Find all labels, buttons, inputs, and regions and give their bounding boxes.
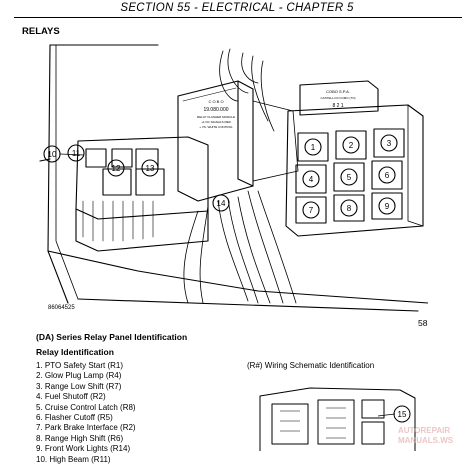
- callout-4: [302, 170, 320, 188]
- figure-code: 86064525: [48, 305, 75, 311]
- callout-label-14: 14: [217, 199, 226, 208]
- callout-label-1: 1: [311, 143, 316, 152]
- list-item: 5. Cruise Control Latch (R8): [36, 402, 136, 412]
- inset-callout-15: [393, 405, 411, 423]
- relay-panel-illustration: 10 11 12 13 14 1 2 3 4 5 6 7 8 9 C O B O…: [39, 44, 428, 312]
- list-item: 7. Park Brake Interface (R2): [36, 423, 136, 433]
- callout-5: [340, 168, 358, 186]
- callout-2: [342, 136, 360, 154]
- callout-label-12: 12: [112, 164, 121, 173]
- relay-block-line3: 8 2 1: [332, 103, 343, 109]
- relay-socket-12: [102, 168, 132, 196]
- header-rule: [14, 17, 462, 18]
- callout-label-4: 4: [309, 175, 314, 184]
- relay-block-brand: COBO S.P.A.: [326, 89, 350, 94]
- module-part: 19.080.000: [203, 107, 228, 113]
- relay-socket-5: [333, 162, 365, 192]
- cobo-label-plate: [299, 80, 379, 116]
- page-header: SECTION 55 - ELECTRICAL - CHAPTER 5: [0, 0, 474, 18]
- callout-13: [141, 159, 159, 177]
- relay-panel-inset-illustration: 15: [259, 387, 416, 451]
- callout-9: [378, 197, 396, 215]
- relay-socket-2: [335, 130, 367, 160]
- callout-8: [340, 199, 358, 217]
- callout-6: [378, 166, 396, 184]
- list-item: 3. Range Low Shift (R7): [36, 381, 122, 391]
- list-item: 4. Fuel Shutoff (R2): [36, 392, 106, 402]
- callout-label-6: 6: [385, 171, 390, 180]
- relay-heading: Relay Identification: [36, 347, 114, 357]
- callout-label-9: 9: [385, 202, 390, 211]
- callout-11: [67, 144, 85, 162]
- relay-socket-11: [85, 148, 107, 168]
- relay-socket-13: [135, 168, 165, 196]
- callout-label-5: 5: [347, 173, 352, 182]
- list-item: 9. Front Work Lights (R14): [36, 444, 131, 454]
- relay-socket-8: [333, 194, 365, 222]
- relay-socket-3: [373, 128, 405, 158]
- wiring-legend: (R#) Wiring Schematic Identification: [247, 361, 375, 370]
- panel-title: (DA) Series Relay Panel Identification: [36, 332, 188, 342]
- relay-socket-1: [297, 132, 329, 162]
- callout-label-7: 7: [309, 206, 314, 215]
- callout-label-11: 11: [72, 149, 81, 158]
- inset-frame: [259, 387, 416, 451]
- module-line3: RELAY FLASHER MODULE: [197, 115, 235, 119]
- watermark-logo: AUTOREPAIR MANUALS.WS: [398, 426, 454, 445]
- relay-list: 1. PTO Safety Start (R1) 2. Glow Plug La…: [36, 361, 136, 465]
- callout-label-8: 8: [347, 204, 352, 213]
- watermark-line2: MANUALS.WS: [398, 436, 454, 445]
- callout-label-3: 3: [387, 139, 392, 148]
- relay-socket-9: [371, 192, 403, 220]
- inset-callout-label: 15: [398, 410, 407, 419]
- module-line5: + VS. WHITE CONTROL: [199, 125, 233, 129]
- callout-3: [380, 134, 398, 152]
- list-item: 6. Flasher Cutoff (R5): [36, 413, 113, 423]
- callout-1: [304, 138, 322, 156]
- callout-label-10: 10: [48, 150, 57, 159]
- inset-highlighted-relay: [361, 399, 385, 419]
- header-title: SECTION 55 - ELECTRICAL - CHAPTER 5: [120, 2, 354, 14]
- callout-label-13: 13: [146, 164, 155, 173]
- section-title: RELAYS: [22, 26, 60, 37]
- list-item: 2. Glow Plug Lamp (R4): [36, 371, 122, 381]
- module-line4: +1 DC SIGNALS RED: [201, 120, 231, 124]
- figure-number: 58: [418, 318, 428, 328]
- module-brand: C O B O: [208, 99, 223, 104]
- list-item: 10. High Beam (R11): [36, 454, 111, 464]
- watermark-line1: AUTOREPAIR: [398, 426, 450, 435]
- relay-block-line2: CASTELLI DI COMO (TO): [320, 96, 355, 100]
- callout-14: [212, 194, 230, 212]
- relay-socket-7: [295, 196, 327, 224]
- relay-socket-6: [371, 160, 403, 190]
- callout-7: [302, 201, 320, 219]
- callout-label-2: 2: [349, 141, 354, 150]
- callout-12: [107, 159, 125, 177]
- list-item: 1. PTO Safety Start (R1): [36, 361, 123, 370]
- relay-socket-4: [295, 164, 327, 194]
- list-item: 8. Range High Shift (R6): [36, 433, 124, 443]
